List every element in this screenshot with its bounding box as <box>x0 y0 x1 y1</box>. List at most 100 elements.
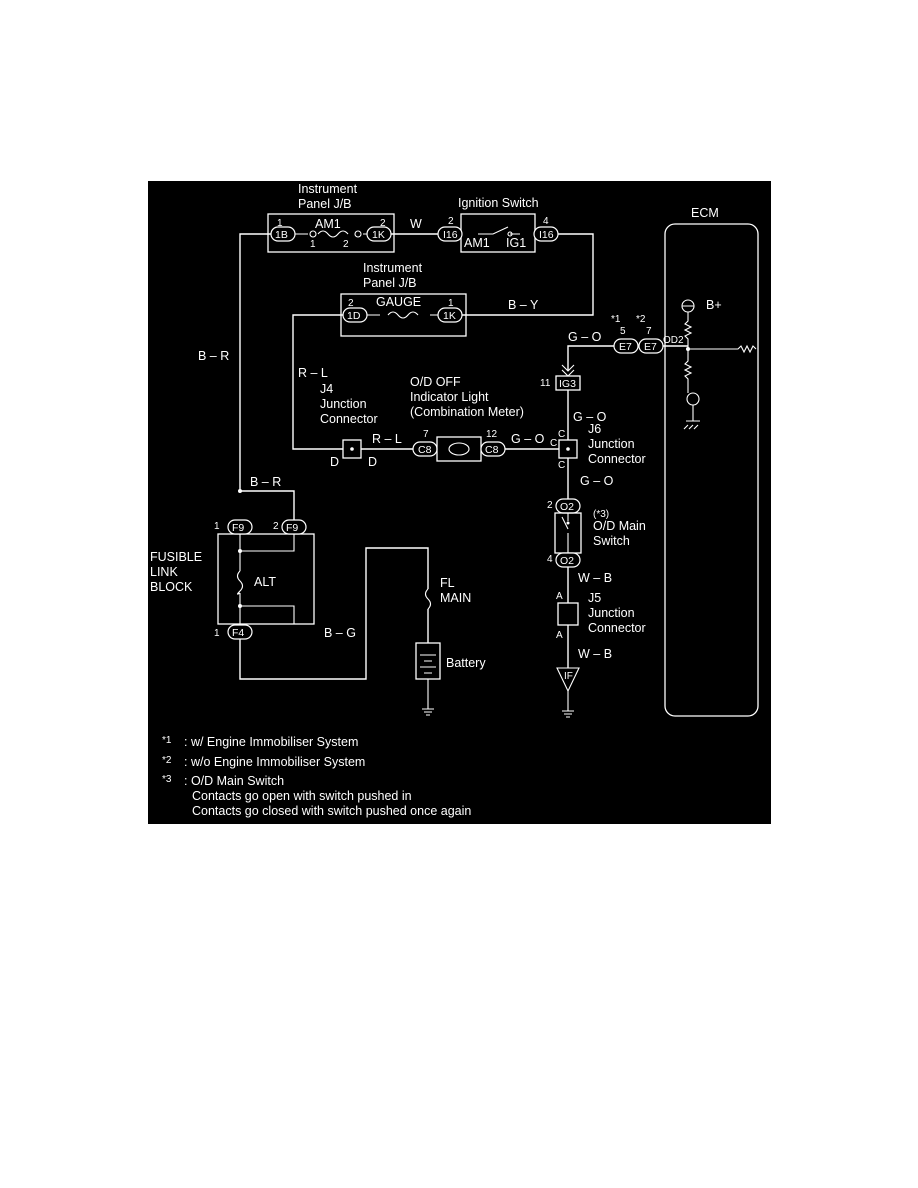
od-switch-pin-top: 2 <box>547 500 553 511</box>
fusible-label2: LINK <box>150 565 178 579</box>
wire-rl-left <box>292 314 343 450</box>
note3-mark: *3 <box>162 774 172 785</box>
fusible-link-block: FUSIBLE LINK BLOCK 1 F9 2 F9 ALT 1 F4 <box>150 519 315 640</box>
ecm-b-plus: B+ <box>706 298 722 312</box>
ecm-label: ECM <box>691 206 719 220</box>
ign-pin-left: 2 <box>448 216 454 227</box>
conn-1k-gauge: 1K <box>443 310 456 322</box>
ecm-pin1: 5 <box>620 326 626 337</box>
ipjb-top-pin-right: 2 <box>380 218 386 229</box>
ignition-switch-block: Ignition Switch 2 4 I16 I16 AM1 IG1 <box>437 196 559 253</box>
ecm-pin2: 7 <box>646 326 652 337</box>
j6-pin-top: C <box>558 429 565 440</box>
j5-pin-bottom: A <box>556 630 563 641</box>
gauge-pin-right: 1 <box>448 298 454 309</box>
conn-f9-1: F9 <box>232 522 244 534</box>
od-switch-note: (*3) <box>593 509 609 520</box>
alt-fuse-icon <box>236 570 244 595</box>
battery-ground-icon <box>422 679 434 716</box>
conn-f9-2: F9 <box>286 522 298 534</box>
conn-e7-1: E7 <box>619 341 632 353</box>
ecm-block: ECM B+ OD2 <box>663 206 759 717</box>
wire-go-ecm <box>567 345 614 371</box>
indicator-label2: Indicator Light <box>410 390 489 404</box>
note1-text: : w/ Engine Immobiliser System <box>184 735 358 749</box>
conn-i16-right: I16 <box>539 229 554 241</box>
wire-label-w: W <box>410 217 422 231</box>
conn-o2-top: O2 <box>560 501 574 513</box>
ig3-conn: IG3 <box>559 378 576 390</box>
j6-pin-bottom: C <box>558 460 565 471</box>
ig3-pin: 11 <box>540 378 551 389</box>
note1-mark: *1 <box>162 735 172 746</box>
wire-bg <box>239 547 429 680</box>
ign-pin-right: 4 <box>543 216 549 227</box>
ecm-note2: *2 <box>636 314 646 325</box>
ecm-ground-icon <box>683 405 700 430</box>
fl-main-fuse-icon <box>424 588 432 610</box>
conn-1d: 1D <box>347 310 361 322</box>
fl-main-label1: FL <box>440 576 455 590</box>
ipjb-gauge-block: Instrument Panel J/B 2 1 GAUGE 1D 1K <box>340 261 467 337</box>
j6-label3: Connector <box>588 452 646 466</box>
alt-fuse-label: ALT <box>254 575 276 589</box>
wire-label-by: B – Y <box>508 298 539 312</box>
conn-f4: F4 <box>232 627 244 639</box>
wire-label-bg: B – G <box>324 626 356 640</box>
wire-by <box>462 233 594 316</box>
j5-label3: Connector <box>588 621 646 635</box>
indicator-pin-right: 12 <box>486 429 498 440</box>
conn-1k-top: 1K <box>372 229 385 241</box>
j5-label2: Junction <box>588 606 635 620</box>
notes: *1 : w/ Engine Immobiliser System *2 : w… <box>162 735 471 818</box>
indicator-label3: (Combination Meter) <box>410 405 524 419</box>
wire-label-go-j6: G – O <box>573 410 607 424</box>
conn-1b: 1B <box>275 229 288 241</box>
j6-label2: Junction <box>588 437 635 451</box>
wire-label-br-left: B – R <box>198 349 229 363</box>
wire-label-go-ind: G – O <box>511 432 545 446</box>
j6-label1: J6 <box>588 422 601 436</box>
ipjb-gauge-label1: Instrument <box>363 261 423 275</box>
fl-main-label2: MAIN <box>440 591 471 605</box>
ecm-pin-od2: OD2 <box>663 335 684 346</box>
od-off-indicator: O/D OFF Indicator Light (Combination Met… <box>410 375 524 462</box>
chassis-ground-icon <box>562 691 574 718</box>
ipjb-top-sub-left: 1 <box>310 239 316 250</box>
gauge-pin-left: 2 <box>348 298 354 309</box>
wire-label-rl-mid: R – L <box>372 432 402 446</box>
note2-mark: *2 <box>162 755 172 766</box>
wire-label-wb-1: W – B <box>578 571 612 585</box>
ecm-note1: *1 <box>611 314 621 325</box>
ipjb-gauge-label2: Panel J/B <box>363 276 417 290</box>
wire-br-left <box>239 233 271 491</box>
note3-line2: Contacts go closed with switch pushed on… <box>192 804 471 818</box>
fusible-label3: BLOCK <box>150 580 193 594</box>
wiring-diagram: Instrument Panel J/B 1 2 AM1 1B 1K 1 2 I… <box>148 181 771 824</box>
am1-fuse-symbol <box>317 230 349 238</box>
fusible-pin1: 1 <box>214 521 220 532</box>
indicator-label1: O/D OFF <box>410 375 461 389</box>
lamp-icon <box>448 442 470 456</box>
ignition-switch-label: Ignition Switch <box>458 196 539 210</box>
fusible-pin3: 1 <box>214 628 220 639</box>
ipjb-top-label1: Instrument <box>298 182 358 196</box>
j4-pin-right: D <box>368 455 377 469</box>
od-switch-label2: Switch <box>593 534 630 548</box>
ign-term-ig1: IG1 <box>506 236 526 250</box>
ground-point-icon <box>556 667 580 693</box>
ipjb-top-label2: Panel J/B <box>298 197 352 211</box>
wire-label-rl-left: R – L <box>298 366 328 380</box>
wire-br-bottom <box>240 490 295 520</box>
fusible-pin2: 2 <box>273 521 279 532</box>
ground-label: IF <box>564 671 573 682</box>
ign-term-am1: AM1 <box>464 236 490 250</box>
conn-e7-2: E7 <box>644 341 657 353</box>
wire-label-go-ecm: G – O <box>568 330 602 344</box>
j6-pin-left: C <box>550 438 557 449</box>
od-main-switch[interactable]: 2 O2 4 O2 (*3) O/D Main Switch <box>547 498 646 568</box>
ecm-internal-circuit <box>682 305 757 393</box>
conn-c8-right: C8 <box>485 444 499 456</box>
j4-label2: Junction <box>320 397 367 411</box>
ipjb-top-pin-left: 1 <box>277 218 283 229</box>
